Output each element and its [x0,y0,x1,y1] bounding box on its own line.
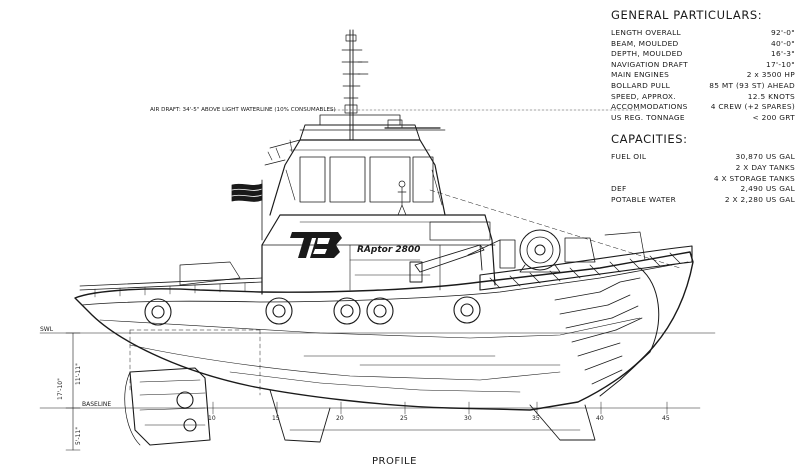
dim-draft-label: 17'-10" [57,378,64,400]
hull [74,245,694,443]
general-particulars-title: GENERAL PARTICULARS: [611,8,763,22]
spec-value: < 200 GRT [752,112,795,122]
spec-value: 16'-3" [770,49,795,59]
spec-value: 12.5 KNOTS [747,91,795,101]
dim-upper-label: 11'-11" [75,363,82,385]
winch [467,229,646,273]
frame-number: 25 [400,415,408,422]
spec-value: 17'-10" [765,59,795,69]
spec-label: MAIN ENGINES [611,70,670,80]
deckhouse [79,214,496,298]
spec-row: 2 X DAY TANKS [611,163,795,174]
spec-row: DEPTH, MOULDED 16'-3" [611,49,795,60]
frame-number: 20 [336,415,344,422]
vessel-name: RAptor 2800 [357,245,420,255]
azimuth-thruster [124,367,211,446]
view-caption: PROFILE [372,456,417,467]
frame-number: 45 [662,415,670,422]
spec-row: US REG. TONNAGE < 200 GRT [611,113,795,124]
spec-value: 2 X DAY TANKS [735,162,795,172]
spec-row: BOLLARD PULL 85 MT (93 ST) AHEAD [611,81,795,92]
spec-row: FUEL OIL 30,870 US GAL [611,152,795,163]
deck-crane [409,244,485,283]
frame-ticks [212,401,668,415]
spec-label: BEAM, MOULDED [611,38,679,48]
frame-number: 30 [464,415,472,422]
spec-value: 2 x 3500 HP [746,70,795,80]
spec-label: US REG. TONNAGE [611,112,685,122]
fender-tyres [144,296,481,326]
baseline-label: BASELINE [82,401,111,408]
spec-label: BOLLARD PULL [611,80,671,90]
spec-row: POTABLE WATER 2 X 2,280 US GAL [611,195,795,206]
frame-numbers: 10 15 20 25 30 35 40 45 [208,415,670,422]
swl-label: SWL [40,326,54,333]
spec-value: 2 X 2,280 US GAL [724,194,795,204]
spec-label: SPEED, APPROX. [611,91,676,101]
mast [341,29,369,141]
spec-row: LENGTH OVERALL 92'-0" [611,28,795,39]
spec-value: 2,490 US GAL [740,184,795,194]
spec-value: 40'-0" [770,38,795,48]
capacities-title: CAPACITIES: [611,132,688,147]
spec-row: MAIN ENGINES 2 x 3500 HP [611,70,795,81]
spec-row: NAVIGATION DRAFT 17'-10" [611,60,795,71]
spec-value: 4 CREW (+2 SPARES) [710,102,795,112]
spec-row: SPEED, APPROX. 12.5 KNOTS [611,92,795,103]
wheelhouse [264,114,446,216]
spec-row: ACCOMMODATIONS 4 CREW (+2 SPARES) [611,102,795,113]
spec-row: BEAM, MOULDED 40'-0" [611,39,795,50]
spec-label: DEF [611,184,627,194]
spec-value: 85 MT (93 ST) AHEAD [709,80,795,90]
frame-number: 35 [532,415,540,422]
spec-row: 4 X STORAGE TANKS [611,174,795,185]
spec-label: DEPTH, MOULDED [611,49,683,59]
dim-lower-label: 5'-11" [75,427,82,445]
frame-number: 10 [208,415,216,422]
spec-label: ACCOMMODATIONS [611,102,688,112]
spec-label: FUEL OIL [611,152,647,162]
frame-number: 15 [272,415,280,422]
stern-flag [231,179,263,241]
spec-row: DEF 2,490 US GAL [611,184,795,195]
spec-label: NAVIGATION DRAFT [611,59,688,69]
spec-value: 92'-0" [770,28,795,37]
company-logo [290,232,342,258]
spec-label: POTABLE WATER [611,194,677,204]
frame-number: 40 [596,415,604,422]
spec-value: 4 X STORAGE TANKS [713,173,795,183]
spec-value: 30,870 US GAL [735,152,795,162]
air-draft-note: AIR DRAFT: 34'-5" ABOVE LIGHT WATERLINE … [150,107,336,113]
spec-label: LENGTH OVERALL [611,28,681,37]
particulars-panel: GENERAL PARTICULARS: LENGTH OVERALL 92'-0… [611,8,795,205]
